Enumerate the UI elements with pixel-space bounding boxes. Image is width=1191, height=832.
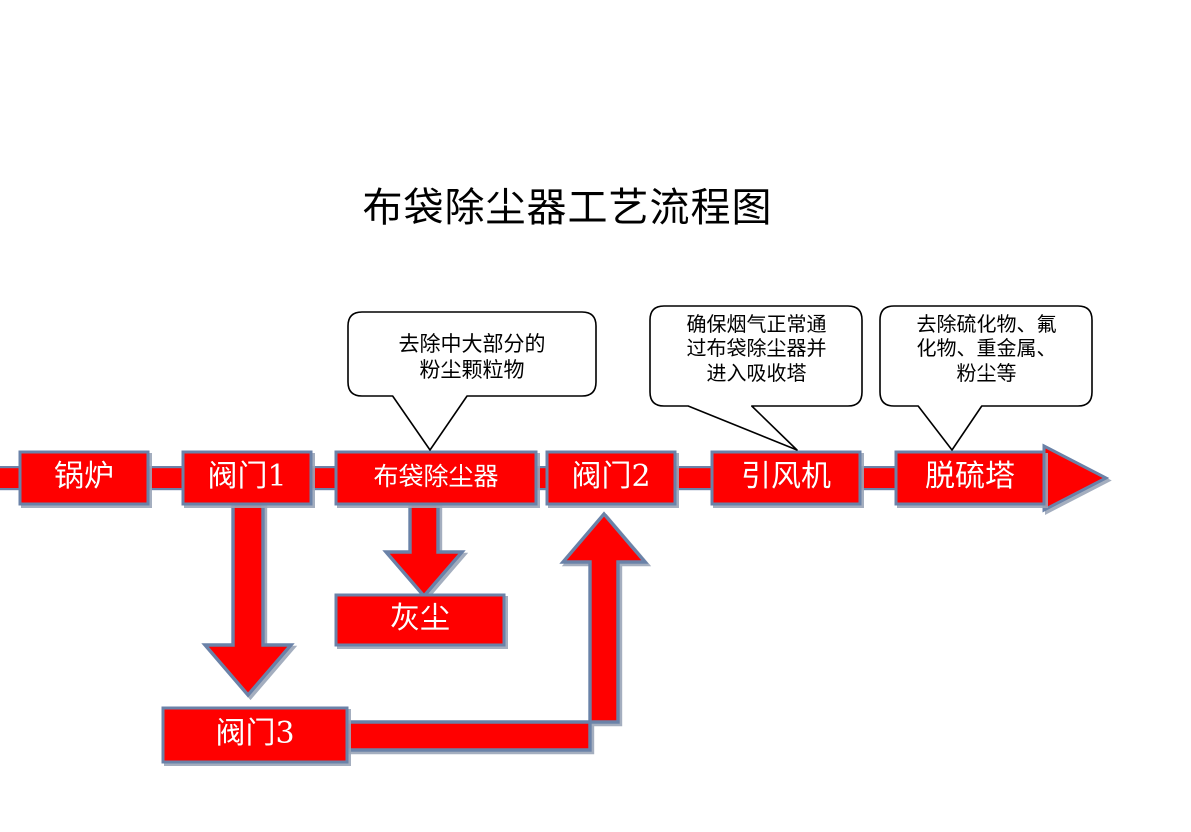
connector-valve1-to-valve3 [201,498,295,698]
callout-tower-bubble [879,305,1093,451]
process-box-valve1[interactable] [181,450,313,506]
callout-group [347,305,1093,451]
connector-baghouse-to-dust [382,498,466,599]
process-box-fan[interactable] [710,450,862,506]
page-title: 布袋除尘器工艺流程图 [362,185,773,231]
process-box-group [18,450,1046,506]
callout-valve2-bubble [649,305,863,451]
process-box-valve2[interactable] [545,450,677,506]
side-box-group [161,593,506,764]
process-box-valve3[interactable] [161,706,349,764]
process-box-boiler[interactable] [18,450,150,506]
tower-outlet-arrow [1042,443,1110,513]
connector-valve3-to-valve2 [338,511,649,752]
callout-baghouse-bubble [347,311,597,451]
process-box-dust[interactable] [334,593,506,647]
process-box-tower[interactable] [894,450,1046,506]
process-box-baghouse[interactable] [334,450,538,506]
